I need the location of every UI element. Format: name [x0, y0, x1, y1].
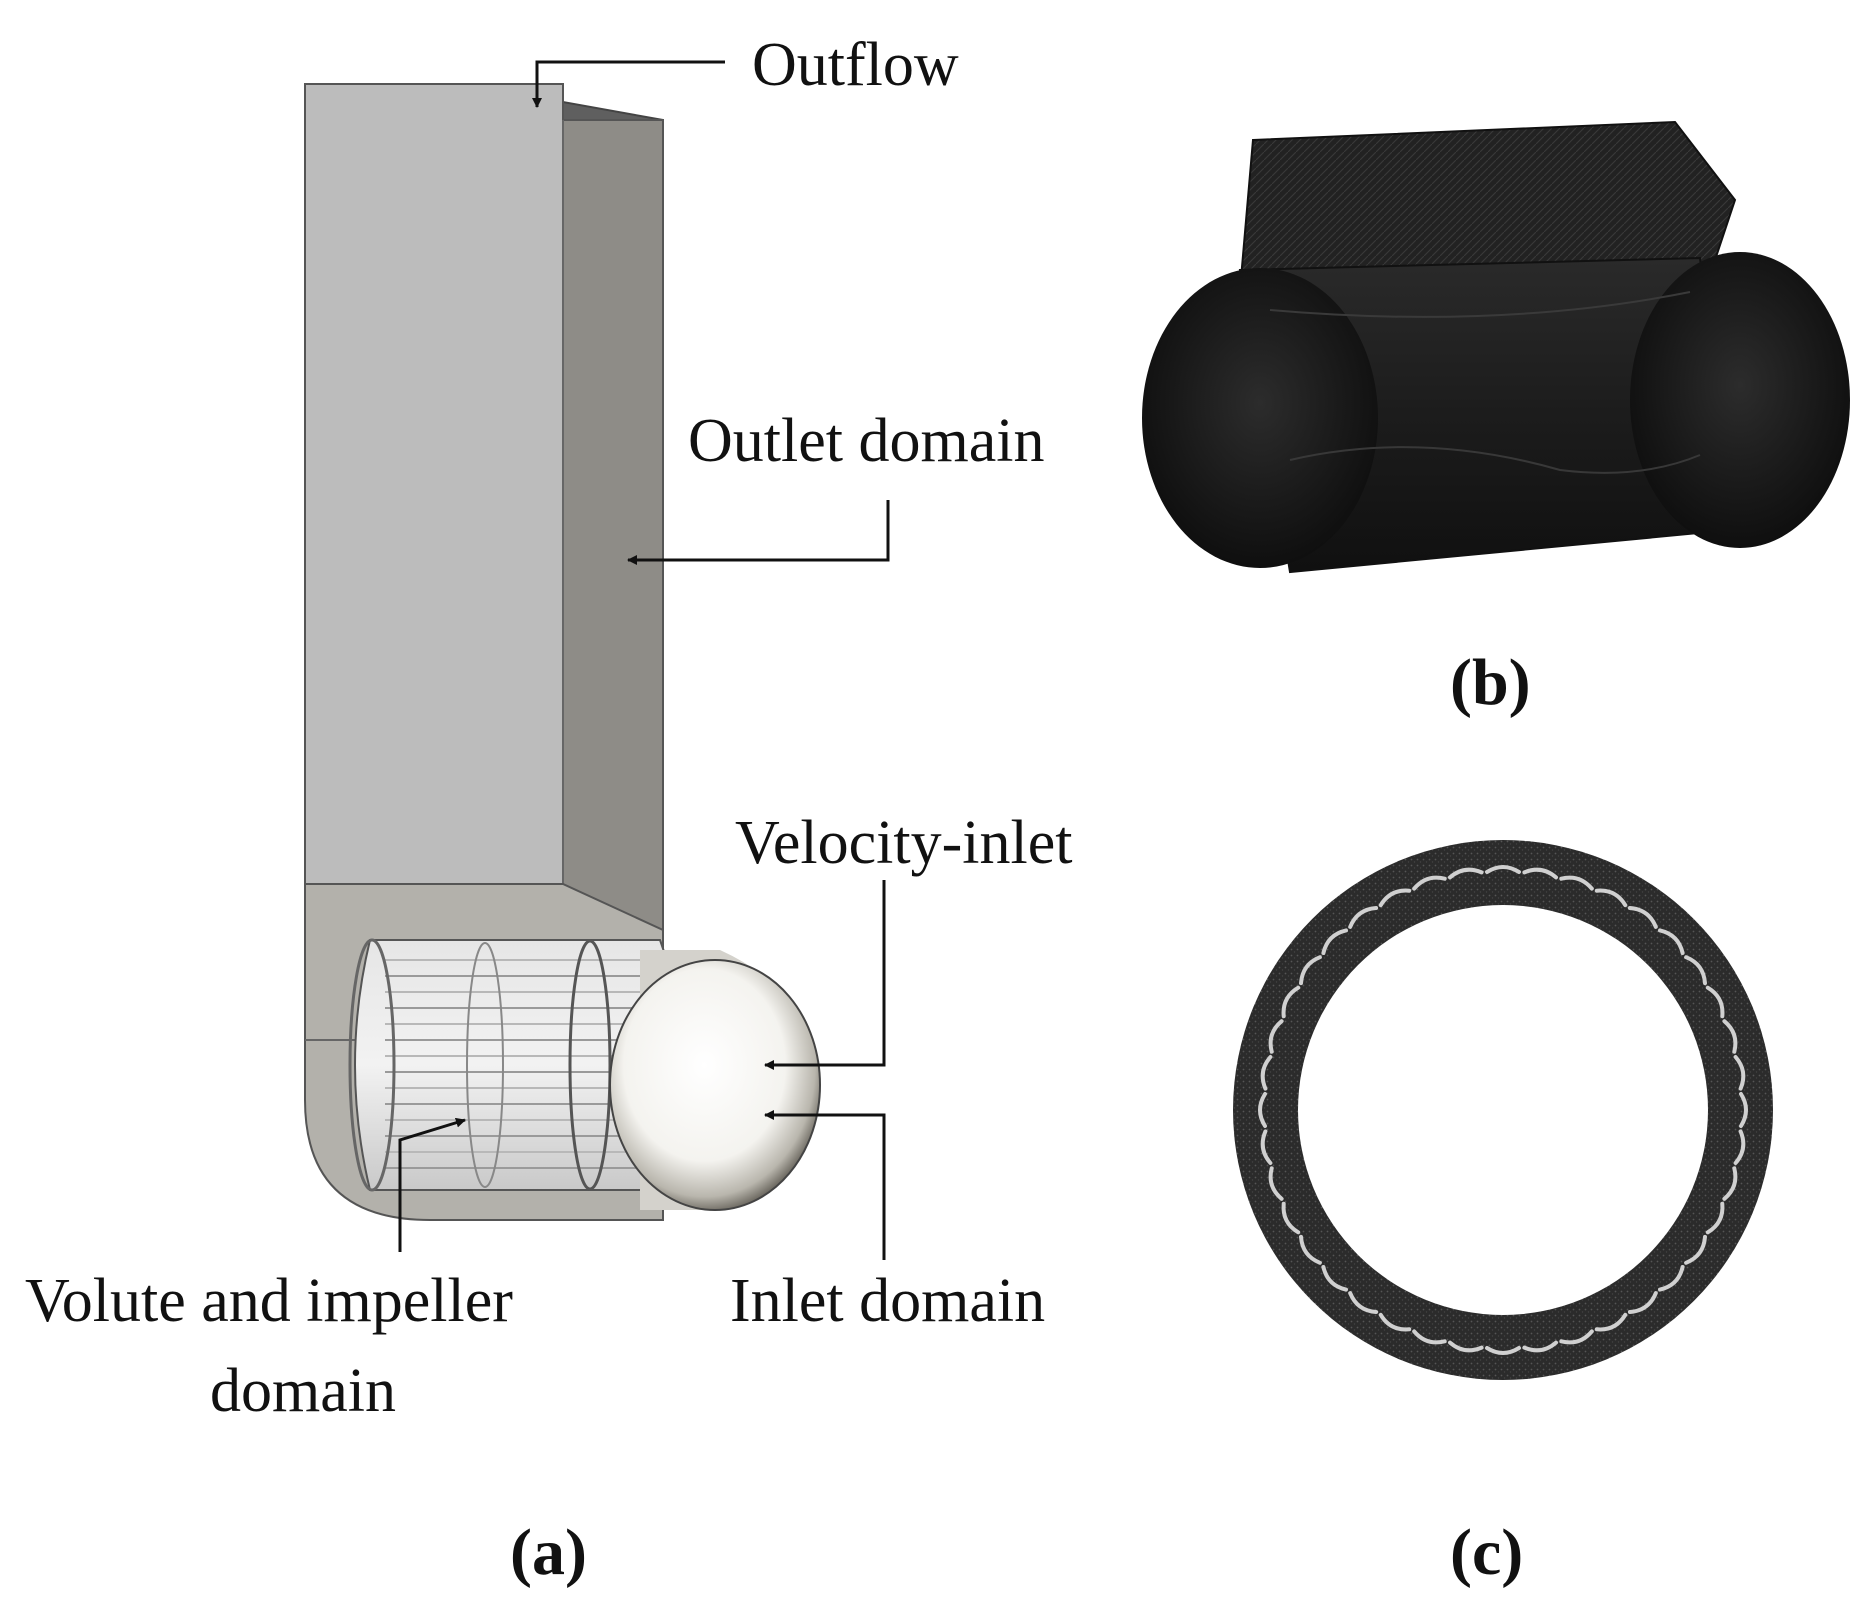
ring-blade — [1281, 985, 1301, 1019]
mesh-left-cap — [1142, 268, 1378, 568]
ring-blade — [1281, 1201, 1301, 1235]
ring-blade — [1268, 1019, 1284, 1054]
ring-blade — [1722, 1019, 1738, 1054]
ring-blade — [1412, 1329, 1447, 1345]
label-outlet-domain: Outlet domain — [688, 407, 1045, 475]
ring-blade — [1684, 1234, 1707, 1265]
ring-blade — [1739, 1092, 1748, 1128]
ring-blade — [1522, 1340, 1558, 1353]
ring-blade — [1658, 928, 1685, 955]
callout-lines — [398, 60, 890, 1260]
ring-blade — [1378, 1312, 1412, 1332]
velocity-inlet-leader — [764, 880, 886, 1070]
ring-blade — [1348, 906, 1379, 929]
label-outflow: Outflow — [752, 31, 959, 99]
outlet-side-face — [562, 119, 664, 931]
ring-blade — [1412, 875, 1447, 891]
ring-mesh-c — [1233, 840, 1773, 1380]
label-volute-line1: Volute and impeller — [25, 1267, 513, 1335]
ring-blade — [1658, 1265, 1685, 1292]
ring-blade — [1321, 928, 1348, 955]
ring-blade — [1705, 985, 1725, 1019]
ring-blade — [1321, 1265, 1348, 1292]
ring-blade — [1299, 955, 1322, 986]
label-volute-line2: domain — [210, 1357, 396, 1425]
ring-blades — [1258, 865, 1748, 1355]
ring-blade — [1348, 1291, 1379, 1314]
inlet-sphere — [609, 950, 821, 1211]
ring-blade — [1733, 1055, 1746, 1091]
ring-blade — [1559, 875, 1594, 891]
mesh-view-b — [1142, 120, 1850, 574]
ring-blade — [1448, 1340, 1484, 1353]
outflow-leader — [532, 60, 725, 108]
panel-label-c: (c) — [1450, 1516, 1524, 1589]
mesh-right-cap — [1630, 252, 1850, 548]
ring-blade — [1448, 867, 1484, 880]
ring-blade — [1485, 865, 1521, 874]
ring-blade — [1705, 1201, 1725, 1235]
inlet-domain-leader — [764, 1110, 886, 1260]
ring-blade — [1378, 888, 1412, 908]
ring-blade — [1299, 1234, 1322, 1265]
mesh-top-slab — [1238, 120, 1737, 292]
ring-blade — [1522, 867, 1558, 880]
ring-blade — [1722, 1166, 1738, 1201]
ring-blade — [1627, 1291, 1658, 1314]
impeller-blades — [385, 959, 640, 1169]
ring-blade — [1594, 888, 1628, 908]
ring-blade — [1684, 955, 1707, 986]
ring-blade — [1268, 1166, 1284, 1201]
outlet-front-face — [304, 83, 564, 885]
label-inlet-domain: Inlet domain — [730, 1267, 1046, 1335]
ring-blade — [1485, 1346, 1521, 1355]
ring-blade — [1258, 1092, 1267, 1128]
ring-blade — [1260, 1129, 1273, 1165]
ring-inner-hole — [1298, 905, 1708, 1315]
label-velocity-inlet: Velocity-inlet — [735, 809, 1073, 877]
ring-blade — [1559, 1329, 1594, 1345]
ring-blade — [1627, 906, 1658, 929]
volute-leader — [398, 1117, 466, 1252]
panel-label-a: (a) — [510, 1516, 587, 1589]
ring-blade — [1260, 1055, 1273, 1091]
panel-label-b: (b) — [1450, 646, 1531, 719]
outlet-domain-leader — [627, 500, 890, 565]
ring-blade — [1733, 1129, 1746, 1165]
ring-blade — [1594, 1312, 1628, 1332]
